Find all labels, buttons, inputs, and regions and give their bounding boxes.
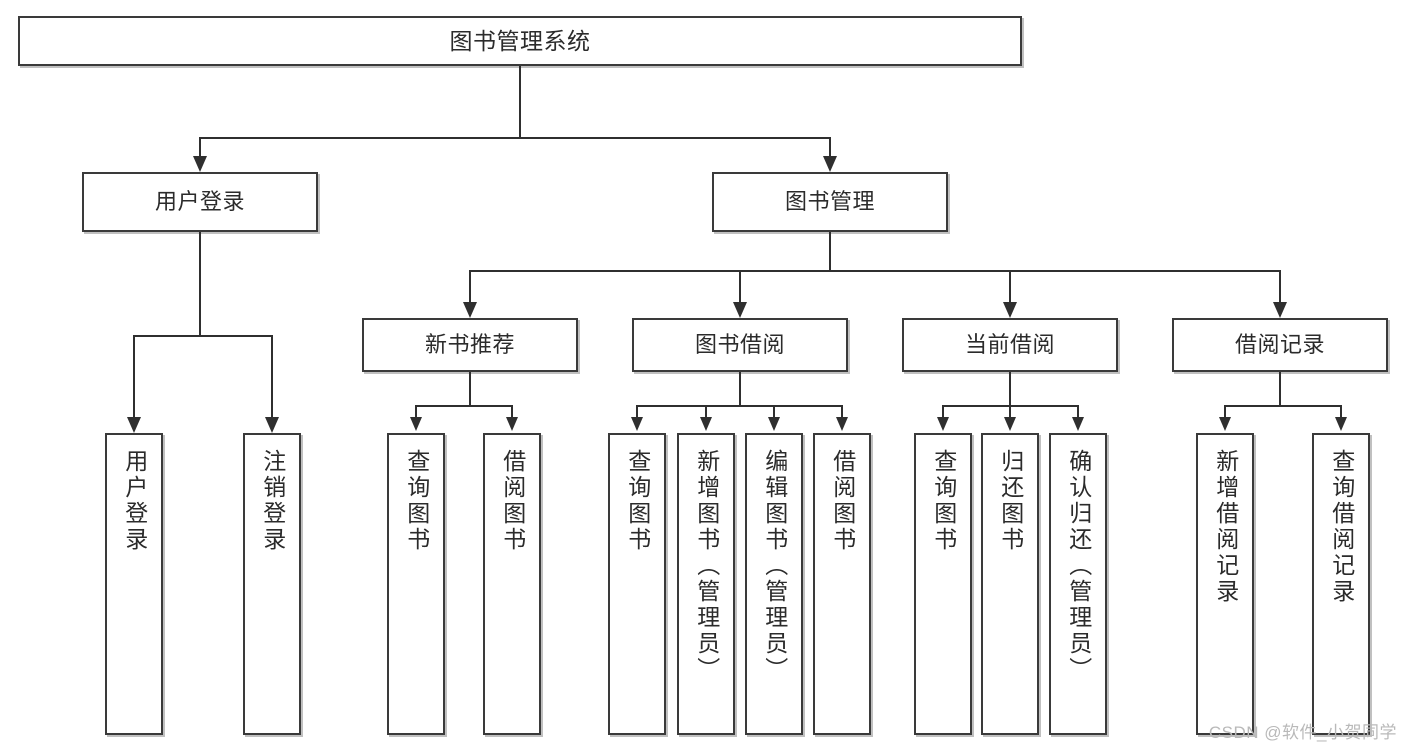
node-leaf-borrow-book-1-label: 借阅图书 [499, 449, 526, 553]
connector-book-manage-to-current-borrow [1009, 270, 1011, 304]
node-leaf-user-login[interactable]: 用户登录 [105, 433, 163, 735]
node-leaf-edit-book[interactable]: 编辑图书（管理员） [745, 433, 803, 735]
connector-user-login-stem [199, 232, 201, 336]
arrow-to-leaf-edit-book [768, 417, 780, 431]
node-leaf-query-record-label: 查询借阅记录 [1328, 449, 1355, 605]
connector-book-manage-bus [469, 270, 1281, 272]
node-book-manage[interactable]: 图书管理 [712, 172, 948, 232]
connector-book-manage-stem [829, 232, 831, 272]
node-leaf-user-logout-label: 注销登录 [259, 449, 286, 553]
node-leaf-query-book-2-label: 查询图书 [624, 449, 651, 553]
arrow-to-leaf-return-book [1004, 417, 1016, 431]
connector-new-book-rec-left [415, 405, 417, 419]
arrow-to-leaf-query-book-1 [410, 417, 422, 431]
arrow-to-leaf-query-record [1335, 417, 1347, 431]
connector-user-login-bus [133, 335, 271, 337]
arrow-to-book-borrow [733, 302, 747, 318]
connector-current-borrow-c3 [1077, 405, 1079, 419]
node-current-borrow-label: 当前借阅 [964, 332, 1055, 358]
node-book-borrow[interactable]: 图书借阅 [632, 318, 848, 372]
connector-borrow-record-left [1224, 405, 1226, 419]
connector-new-book-rec-right [511, 405, 513, 419]
node-leaf-borrow-book-2-label: 借阅图书 [829, 449, 856, 553]
connector-book-manage-to-new-book-rec [469, 270, 471, 304]
node-borrow-record[interactable]: 借阅记录 [1172, 318, 1388, 372]
arrow-to-leaf-user-logout [265, 417, 279, 433]
node-new-book-rec-label: 新书推荐 [424, 332, 515, 358]
arrow-to-leaf-add-record [1219, 417, 1231, 431]
node-leaf-query-book-1-label: 查询图书 [403, 449, 430, 553]
connector-book-borrow-c2 [705, 405, 707, 419]
arrow-to-leaf-borrow-book-2 [836, 417, 848, 431]
arrow-to-borrow-record [1273, 302, 1287, 318]
arrow-to-new-book-rec [463, 302, 477, 318]
node-leaf-add-record-label: 新增借阅记录 [1212, 449, 1239, 605]
node-root[interactable]: 图书管理系统 [18, 16, 1022, 66]
connector-borrow-record-bus [1224, 405, 1340, 407]
connector-root-to-user-login [199, 137, 201, 159]
node-leaf-add-book-label: 新增图书（管理员） [693, 449, 720, 683]
node-leaf-borrow-book-1[interactable]: 借阅图书 [483, 433, 541, 735]
node-leaf-return-book-label: 归还图书 [997, 449, 1024, 553]
connector-new-book-rec-stem [469, 372, 471, 406]
connector-borrow-record-stem [1279, 372, 1281, 406]
node-leaf-confirm-return[interactable]: 确认归还（管理员） [1049, 433, 1107, 735]
node-book-manage-label: 图书管理 [784, 189, 875, 215]
connector-root-stem [519, 66, 521, 138]
connector-new-book-rec-bus [415, 405, 513, 407]
node-leaf-add-record[interactable]: 新增借阅记录 [1196, 433, 1254, 735]
arrow-to-leaf-user-login [127, 417, 141, 433]
connector-book-borrow-stem [739, 372, 741, 406]
node-leaf-query-book-3-label: 查询图书 [930, 449, 957, 553]
connector-current-borrow-c2 [1009, 405, 1011, 419]
watermark: CSDN @软件_小贺同学 [1208, 723, 1397, 742]
connector-book-borrow-bus [636, 405, 843, 407]
node-leaf-user-logout[interactable]: 注销登录 [243, 433, 301, 735]
connector-current-borrow-c1 [942, 405, 944, 419]
node-user-login[interactable]: 用户登录 [82, 172, 318, 232]
node-current-borrow[interactable]: 当前借阅 [902, 318, 1118, 372]
node-leaf-add-book[interactable]: 新增图书（管理员） [677, 433, 735, 735]
connector-root-to-book-manage [829, 137, 831, 159]
arrow-to-leaf-add-book [700, 417, 712, 431]
arrow-to-leaf-query-book-3 [937, 417, 949, 431]
node-leaf-user-login-label: 用户登录 [121, 449, 148, 553]
arrow-to-leaf-query-book-2 [631, 417, 643, 431]
node-leaf-edit-book-label: 编辑图书（管理员） [761, 449, 788, 683]
node-leaf-query-book-3[interactable]: 查询图书 [914, 433, 972, 735]
arrow-to-book-manage [823, 156, 837, 172]
connector-borrow-record-right [1340, 405, 1342, 419]
connector-book-manage-to-borrow-record [1279, 270, 1281, 304]
connector-user-login-right [271, 335, 273, 419]
arrow-to-user-login [193, 156, 207, 172]
node-leaf-confirm-return-label: 确认归还（管理员） [1065, 449, 1092, 683]
connector-root-bus [199, 137, 831, 139]
node-user-login-label: 用户登录 [154, 189, 245, 215]
connector-book-borrow-c3 [773, 405, 775, 419]
node-leaf-query-book-1[interactable]: 查询图书 [387, 433, 445, 735]
connector-user-login-left [133, 335, 135, 419]
connector-book-borrow-c4 [841, 405, 843, 419]
node-leaf-query-book-2[interactable]: 查询图书 [608, 433, 666, 735]
arrow-to-current-borrow [1003, 302, 1017, 318]
node-leaf-return-book[interactable]: 归还图书 [981, 433, 1039, 735]
arrow-to-leaf-confirm-return [1072, 417, 1084, 431]
node-book-borrow-label: 图书借阅 [694, 332, 785, 358]
node-root-label: 图书管理系统 [449, 27, 591, 54]
connector-current-borrow-stem [1009, 372, 1011, 406]
node-leaf-query-record[interactable]: 查询借阅记录 [1312, 433, 1370, 735]
node-borrow-record-label: 借阅记录 [1234, 332, 1325, 358]
node-new-book-rec[interactable]: 新书推荐 [362, 318, 578, 372]
node-leaf-borrow-book-2[interactable]: 借阅图书 [813, 433, 871, 735]
connector-book-manage-to-book-borrow [739, 270, 741, 304]
arrow-to-leaf-borrow-book-1 [506, 417, 518, 431]
connector-book-borrow-c1 [636, 405, 638, 419]
